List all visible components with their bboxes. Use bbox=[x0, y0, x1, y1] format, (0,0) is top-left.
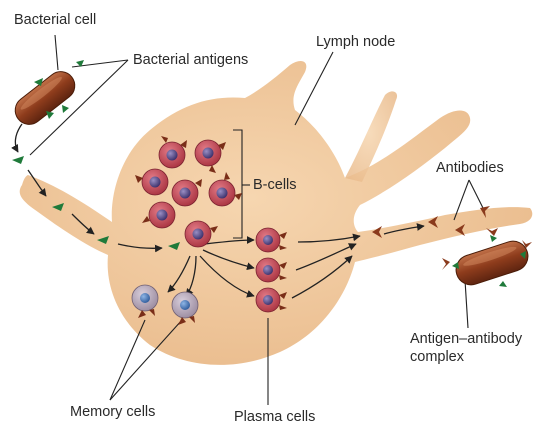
label-antigen-antibody-line2: complex bbox=[410, 349, 464, 366]
label-antibodies: Antibodies bbox=[436, 160, 504, 177]
label-lymph-node: Lymph node bbox=[316, 34, 395, 51]
lymph-node-shape bbox=[20, 61, 533, 365]
label-memory-cells: Memory cells bbox=[70, 404, 155, 421]
label-antigen-antibody-line1: Antigen–antibody bbox=[410, 331, 522, 348]
label-plasma-cells: Plasma cells bbox=[234, 409, 315, 426]
bacterial-cell bbox=[10, 66, 81, 130]
antigen-antibody-complex bbox=[442, 228, 532, 289]
label-b-cells: B-cells bbox=[253, 177, 297, 194]
label-bacterial-cell: Bacterial cell bbox=[14, 12, 96, 29]
leader-bacterial-cell bbox=[55, 35, 58, 70]
leader-memory-a bbox=[110, 320, 145, 400]
arrow-release bbox=[15, 124, 22, 152]
label-bacterial-antigens: Bacterial antigens bbox=[133, 52, 248, 69]
leader-complex bbox=[465, 280, 468, 328]
leader-antibody-b bbox=[469, 180, 483, 208]
